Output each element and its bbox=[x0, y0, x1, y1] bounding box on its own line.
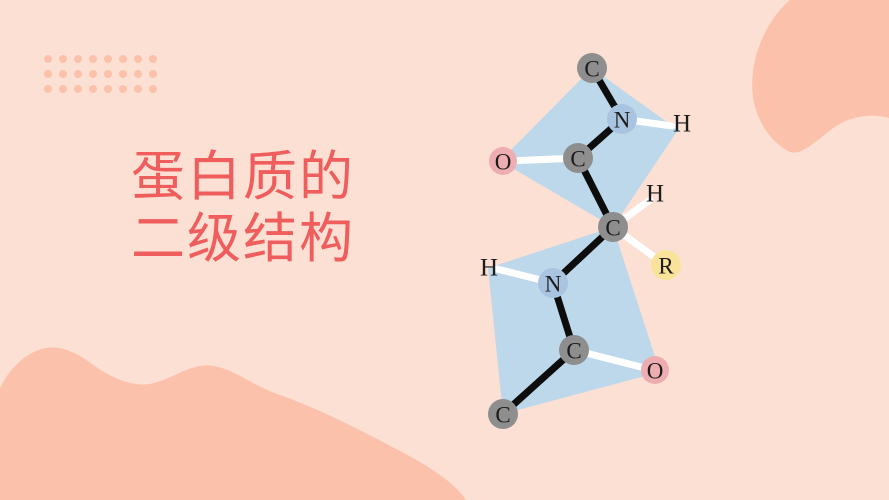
atom-carbon-bottom: C bbox=[488, 399, 518, 429]
label-hydrogen-alpha: H bbox=[646, 181, 664, 208]
decor-dot bbox=[134, 55, 142, 63]
atom-nitrogen-upper-label: N bbox=[614, 108, 631, 133]
decor-dot bbox=[119, 55, 127, 63]
atom-carbon-top-label: C bbox=[584, 57, 599, 82]
atom-carbon-alpha-circle bbox=[598, 212, 628, 242]
decor-dot bbox=[104, 85, 112, 93]
atom-oxygen-lower-label: O bbox=[647, 359, 664, 384]
dot-grid bbox=[44, 55, 164, 100]
bond-c-carbonyl-lower-to-c-bottom bbox=[499, 346, 578, 418]
atom-carbon-bottom-circle bbox=[488, 399, 518, 429]
atom-carbon-top-circle bbox=[577, 53, 607, 83]
atom-nitrogen-upper: N bbox=[607, 104, 637, 134]
decor-dot bbox=[104, 70, 112, 78]
label-hydrogen-lower-left: H bbox=[480, 255, 498, 282]
atom-carbon-top: C bbox=[577, 53, 607, 83]
atom-nitrogen-upper-circle bbox=[607, 104, 637, 134]
atom-carbon-carbonyl-upper-circle bbox=[563, 143, 593, 173]
decor-dot bbox=[89, 55, 97, 63]
decor-dot bbox=[59, 70, 67, 78]
decor-dot bbox=[134, 85, 142, 93]
decor-dot bbox=[149, 55, 157, 63]
decor-dot bbox=[74, 85, 82, 93]
label-hydrogen-upper-right: H bbox=[673, 111, 691, 138]
free-atom-labels: H H H bbox=[480, 111, 691, 282]
atom-r-group-label: R bbox=[658, 254, 674, 279]
atom-carbon-carbonyl-lower-label: C bbox=[566, 339, 581, 364]
decor-dot bbox=[59, 55, 67, 63]
decor-dot bbox=[44, 70, 52, 78]
atom-carbon-bottom-label: C bbox=[495, 403, 510, 428]
atom-oxygen-lower: O bbox=[641, 356, 669, 384]
decor-dot bbox=[134, 70, 142, 78]
decor-dot bbox=[44, 55, 52, 63]
atom-nitrogen-lower-circle bbox=[538, 268, 568, 298]
atom-oxygen-upper-label: O bbox=[495, 150, 512, 175]
atom-carbon-alpha-label: C bbox=[605, 216, 620, 241]
atom-carbon-carbonyl-upper-label: C bbox=[570, 147, 585, 172]
decor-dot bbox=[149, 70, 157, 78]
title-line-2: 二级结构 bbox=[131, 209, 355, 269]
atom-carbon-carbonyl-lower-circle bbox=[559, 335, 589, 365]
decor-dot bbox=[89, 70, 97, 78]
decor-dot bbox=[74, 55, 82, 63]
decor-dot bbox=[119, 85, 127, 93]
decor-dot bbox=[89, 85, 97, 93]
atoms: C N C O C R N C O C bbox=[488, 53, 681, 429]
decor-dot bbox=[149, 85, 157, 93]
atom-r-group: R bbox=[651, 250, 681, 280]
decor-dot bbox=[119, 70, 127, 78]
decor-dot bbox=[59, 85, 67, 93]
atom-carbon-carbonyl-upper: C bbox=[563, 143, 593, 173]
title-line-1: 蛋白质的 bbox=[131, 147, 355, 207]
decor-dot bbox=[104, 55, 112, 63]
atom-nitrogen-lower-label: N bbox=[545, 272, 562, 297]
decor-dot bbox=[44, 85, 52, 93]
decor-dot bbox=[74, 70, 82, 78]
atom-oxygen-upper: O bbox=[489, 147, 517, 175]
atom-carbon-carbonyl-lower: C bbox=[559, 335, 589, 365]
page-title: 蛋白质的 二级结构 bbox=[131, 146, 355, 270]
atom-oxygen-upper-circle bbox=[489, 147, 517, 175]
atom-oxygen-lower-circle bbox=[641, 356, 669, 384]
atom-nitrogen-lower: N bbox=[538, 268, 568, 298]
lower-peptide-plane bbox=[488, 227, 660, 414]
atom-r-group-circle bbox=[651, 250, 681, 280]
atom-carbon-alpha: C bbox=[598, 212, 628, 242]
